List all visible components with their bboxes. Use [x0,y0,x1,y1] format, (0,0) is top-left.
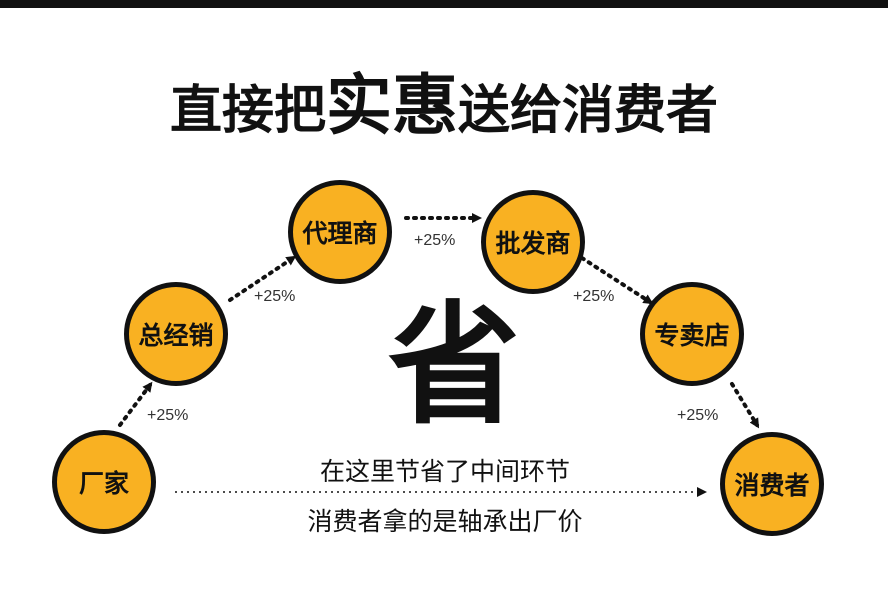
node-general-distributor-label: 总经销 [138,321,214,350]
arrow-factory-to-distributor [118,381,153,427]
node-store: 专卖店 [640,282,744,386]
node-wholesaler: 批发商 [481,190,585,294]
caption-line-1: 在这里节省了中间环节 [319,457,570,486]
arrow-wholesaler-to-store [580,256,654,305]
markup-label-5: +25% [677,407,719,424]
node-agent-label: 代理商 [302,219,378,248]
node-agent: 代理商 [288,180,392,284]
node-general-distributor: 总经销 [124,282,228,386]
title-emphasis-1: 实 [326,67,392,144]
markup-label-3: +25% [414,232,456,249]
top-border [0,0,888,8]
save-character: 省 [388,289,520,443]
markup-label-2: +25% [254,288,296,305]
node-store-label: 专卖店 [654,321,730,350]
title-emphasis-2: 惠 [392,67,458,144]
page-title: 直接把实惠送给消费者 [0,52,888,148]
node-consumer: 消费者 [720,432,824,536]
markup-label-1: +25% [147,407,189,424]
arrow-distributor-to-agent [228,255,297,302]
markup-label-4: +25% [573,288,615,305]
title-part2: 送给消费者 [458,81,719,141]
arrow-store-to-consumer [730,382,760,429]
title-part1: 直接把 [169,81,326,141]
node-factory: 厂家 [52,430,156,534]
node-consumer-label: 消费者 [734,471,810,500]
node-factory-label: 厂家 [78,469,129,498]
node-wholesaler-label: 批发商 [495,229,571,258]
caption-line-2: 消费者拿的是轴承出厂价 [307,507,583,536]
